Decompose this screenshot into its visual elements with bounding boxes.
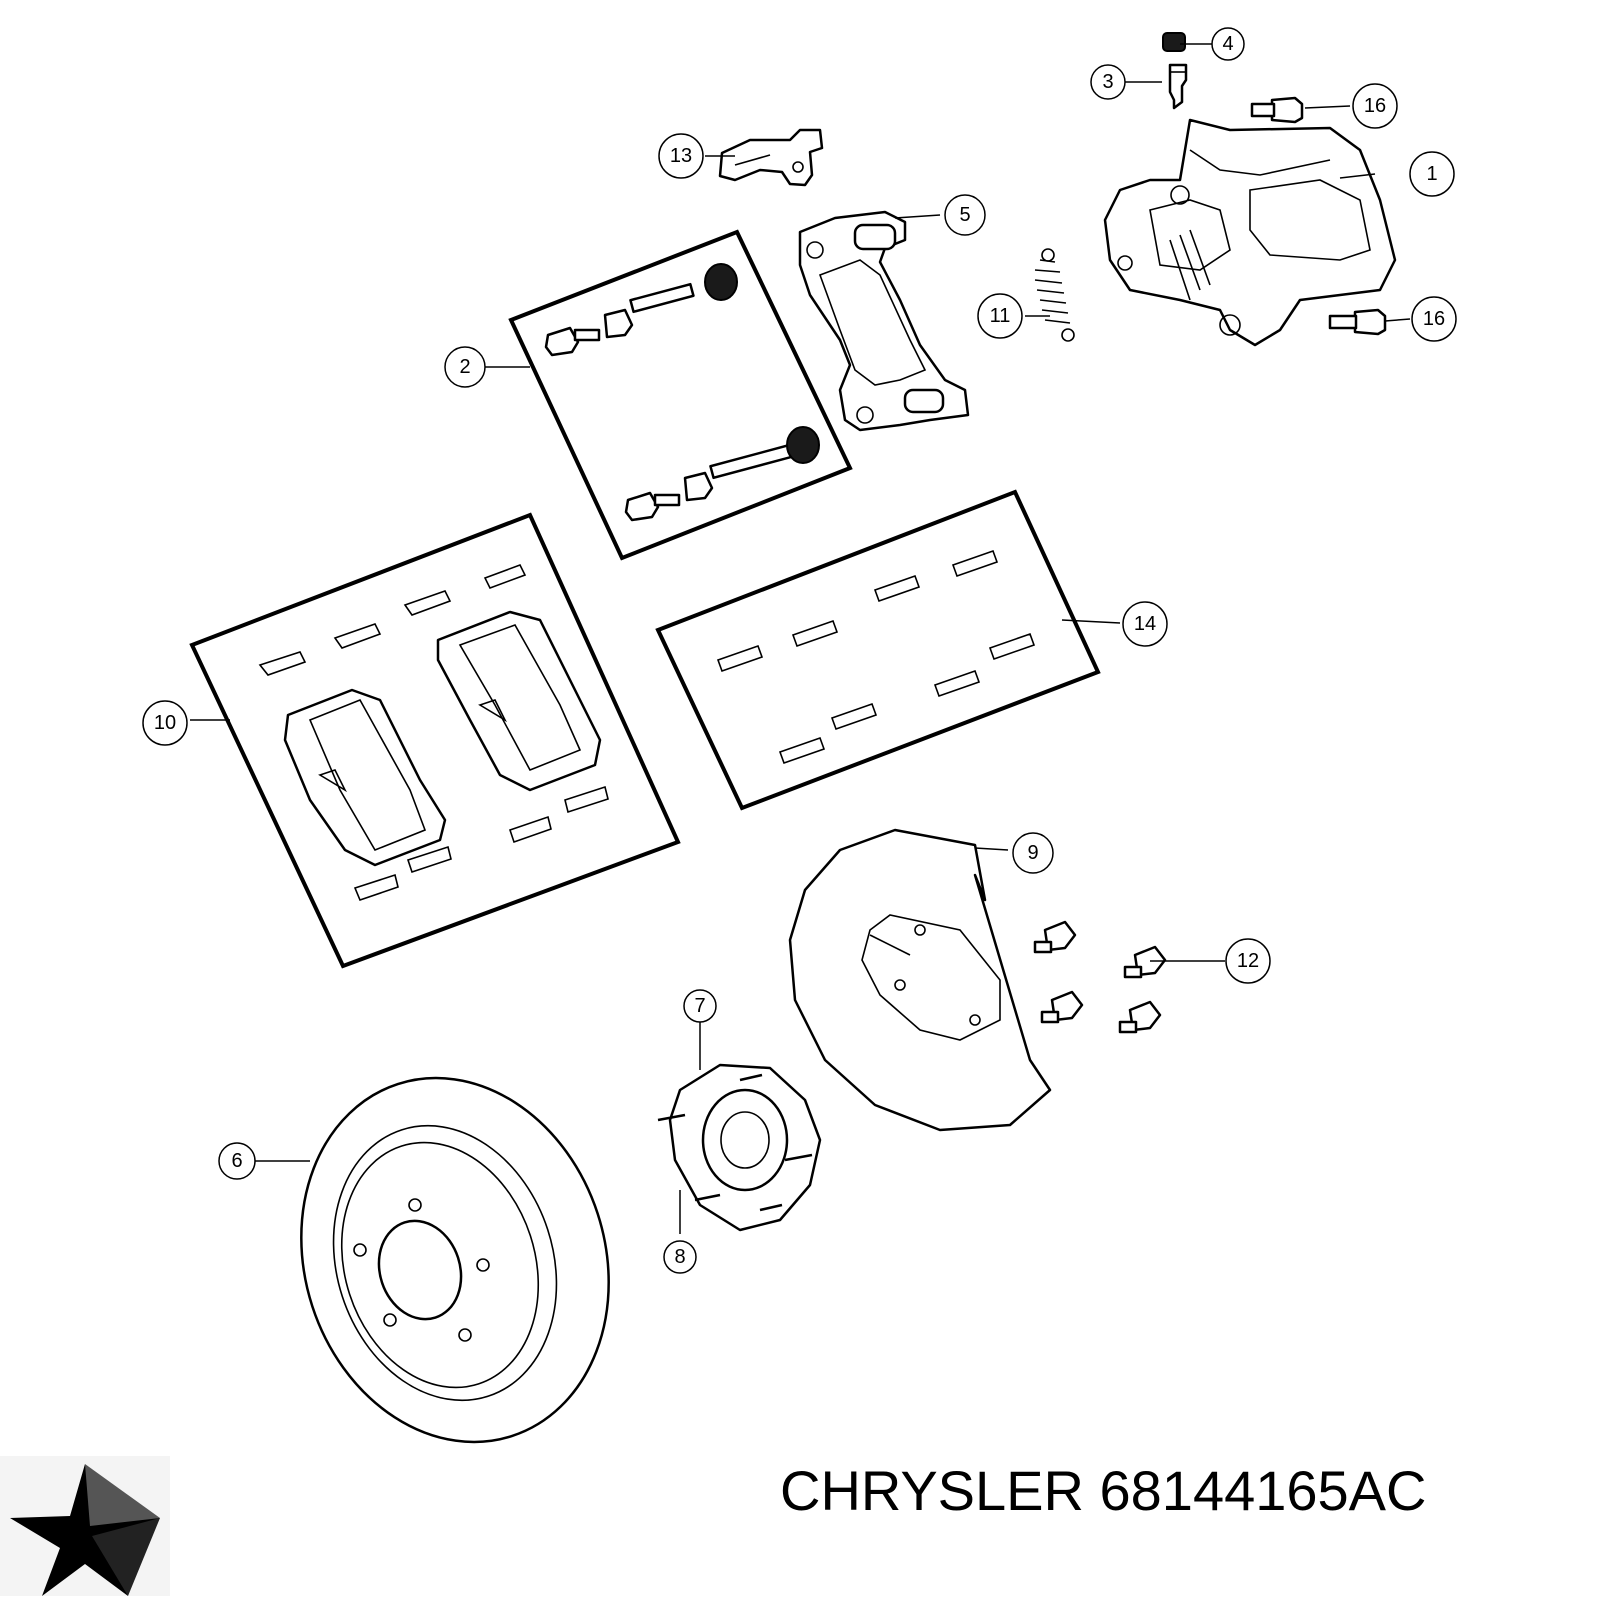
caliper-bolt-lower-part: [1328, 308, 1387, 336]
callout-11-label: 11: [990, 305, 1011, 327]
callout-16b: 16: [1411, 296, 1457, 342]
callout-11: 11: [977, 293, 1023, 339]
brake-bracket-part: [718, 128, 824, 187]
spring-part: [1034, 248, 1075, 342]
callout-14-label: 14: [1134, 613, 1156, 635]
callout-9: 9: [1012, 832, 1054, 874]
callout-16b-label: 16: [1423, 308, 1445, 330]
callout-6: 6: [218, 1142, 256, 1180]
callout-4: 4: [1211, 27, 1245, 61]
pad-clips-group: [258, 564, 609, 901]
bleeder-cap-part: [1162, 32, 1186, 52]
callout-10: 10: [142, 700, 188, 746]
pentastar-logo-icon: [0, 1456, 170, 1596]
callout-14: 14: [1122, 601, 1168, 647]
brake-pad-left: [283, 688, 447, 867]
callout-8-label: 8: [674, 1246, 685, 1268]
callout-2-label: 2: [459, 356, 470, 378]
guide-pin-kit-box: [508, 229, 853, 561]
callout-12: 12: [1225, 938, 1271, 984]
callout-3: 3: [1090, 64, 1126, 100]
brake-rotor-part: [300, 1076, 610, 1444]
callout-12-label: 12: [1237, 950, 1259, 972]
caliper-part: [1103, 118, 1397, 347]
bleeder-screw-part: [1168, 63, 1188, 110]
callout-5: 5: [944, 194, 986, 236]
callout-10-label: 10: [154, 712, 176, 734]
clip-kit-box: [655, 489, 1101, 811]
callout-2: 2: [444, 346, 486, 388]
guide-pin-lower: [624, 426, 820, 522]
callout-7: 7: [683, 989, 717, 1023]
brand-part-number-caption: CHRYSLER 68144165AC: [780, 1459, 1427, 1522]
callout-6-label: 6: [231, 1150, 242, 1172]
callout-9-label: 9: [1027, 842, 1038, 864]
brake-pad-right: [436, 610, 602, 792]
callout-3-label: 3: [1102, 71, 1113, 93]
clip-kit-clips: [716, 549, 1036, 765]
brake-pad-kit-box: [189, 512, 681, 969]
callout-16a-label: 16: [1364, 95, 1386, 117]
callout-1: 1: [1409, 151, 1455, 197]
callout-13-label: 13: [670, 145, 692, 167]
leader-lines: [190, 43, 1411, 1234]
callout-16a: 16: [1352, 83, 1398, 129]
wheel-hub-part: [657, 1063, 822, 1232]
brand-footer: [0, 1440, 1600, 1600]
caliper-mount-part: [798, 210, 970, 432]
dust-shield-part: [788, 828, 1052, 1132]
callout-5-label: 5: [959, 204, 970, 226]
callout-7-label: 7: [694, 995, 705, 1017]
guide-pin-upper: [544, 263, 738, 357]
callout-8: 8: [663, 1240, 697, 1274]
shield-bolts-part: [1033, 920, 1167, 1034]
caliper-bolt-upper-part: [1250, 96, 1304, 124]
callout-13: 13: [658, 133, 704, 179]
callout-4-label: 4: [1222, 33, 1233, 55]
callout-1-label: 1: [1426, 163, 1437, 185]
